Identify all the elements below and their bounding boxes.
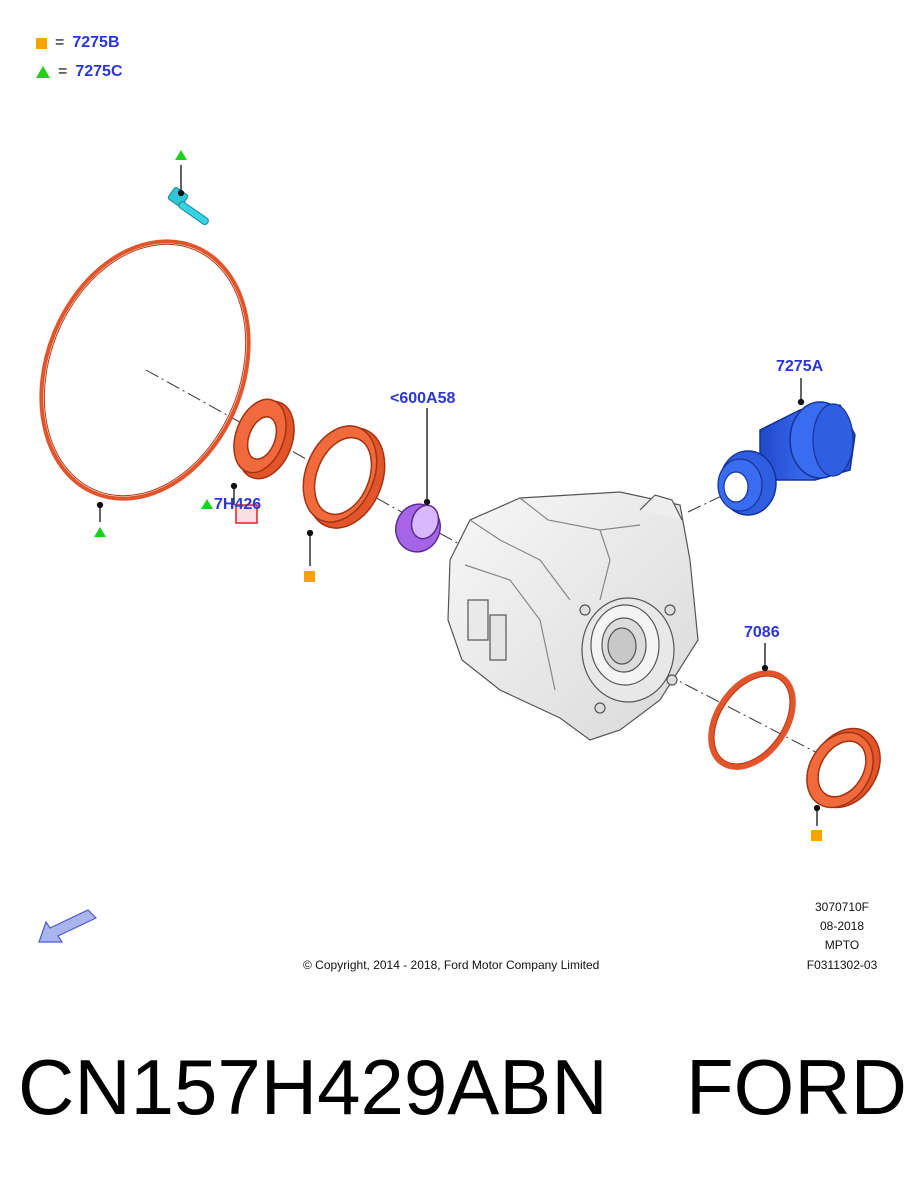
callout-7h426[interactable]: 7H426 xyxy=(214,496,262,513)
callout-600a58[interactable]: <600A58 xyxy=(390,390,456,407)
illustration-id: 3070710F xyxy=(814,900,870,914)
legend-code: 7275B xyxy=(72,34,120,51)
triangle-marker-icon xyxy=(175,150,187,160)
illustration-date: 08-2018 xyxy=(819,919,865,933)
output-flange-7275a xyxy=(717,401,856,516)
callout-7086[interactable]: 7086 xyxy=(744,624,780,641)
transfer-case-housing xyxy=(447,491,699,741)
seal-right xyxy=(806,727,881,809)
triangle-marker-icon xyxy=(94,527,106,537)
legend-row-7275c: = 7275C xyxy=(36,63,123,81)
legend-code: 7275C xyxy=(75,63,123,80)
square-marker-icon xyxy=(811,830,822,841)
triangle-marker-icon xyxy=(201,499,213,509)
nav-arrow-icon[interactable] xyxy=(38,909,98,943)
legend-row-7275b: = 7275B xyxy=(36,34,120,52)
square-marker-icon xyxy=(36,37,47,49)
triangle-marker-icon xyxy=(36,66,50,78)
legend-equals: = xyxy=(55,34,65,51)
bolt xyxy=(167,186,209,226)
highlight-box xyxy=(235,504,258,524)
copyright-notice: © Copyright, 2014 - 2018, Ford Motor Com… xyxy=(303,958,600,972)
large-o-ring xyxy=(39,239,251,501)
system-code: MPTO xyxy=(824,938,860,952)
seal-large xyxy=(302,425,386,529)
seal-7h426 xyxy=(233,398,295,480)
brand-caption: FORD xyxy=(686,1043,907,1131)
square-marker-icon xyxy=(304,571,315,582)
figure-id: F0311302-03 xyxy=(806,958,878,972)
exploded-parts-diagram xyxy=(38,150,881,943)
part-number-caption: CN157H429ABN xyxy=(18,1043,608,1131)
legend-equals: = xyxy=(58,63,68,80)
callout-7275a[interactable]: 7275A xyxy=(776,358,824,375)
leader-lines xyxy=(96,165,821,826)
gasket-ring-7086 xyxy=(708,670,796,770)
sleeve-600a58 xyxy=(395,503,441,553)
